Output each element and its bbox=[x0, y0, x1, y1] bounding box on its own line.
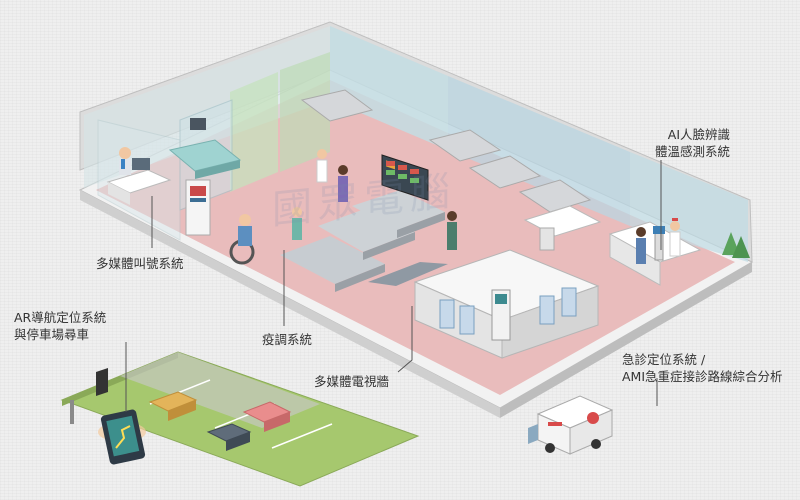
back-glass-wall bbox=[330, 26, 448, 150]
label-ai-face-line2: 體溫感測系統 bbox=[655, 144, 731, 159]
label-emergency-positioning: 急診定位系統 / AMI急重症接診路線綜合分析 bbox=[622, 351, 783, 385]
tv-wall-icon bbox=[381, 154, 429, 201]
waiting-people bbox=[292, 149, 457, 250]
label-ar-nav-line2: 與停車場尋車 bbox=[14, 327, 90, 342]
label-emergency-line2: AMI急重症接診路線綜合分析 bbox=[622, 369, 783, 384]
green-partition-1 bbox=[230, 72, 278, 192]
car-icon bbox=[148, 391, 292, 451]
visitor-icon bbox=[636, 227, 646, 264]
green-partition-2 bbox=[280, 52, 330, 172]
hospital-bed-icon bbox=[168, 118, 242, 179]
waiting-bench-icon bbox=[280, 190, 448, 292]
nurse-icon bbox=[669, 218, 681, 257]
leader-media-wall bbox=[397, 306, 413, 373]
leader-lines bbox=[125, 160, 662, 412]
wheelchair-icon bbox=[229, 214, 255, 265]
smartphone-ar-icon bbox=[98, 409, 146, 465]
label-ai-face-line1: AI人臉辨識 bbox=[667, 127, 731, 142]
ward-beds bbox=[300, 89, 592, 213]
central-cabinet-block bbox=[413, 249, 600, 359]
ambulance-icon bbox=[528, 395, 614, 455]
left-glass-wall bbox=[84, 26, 330, 188]
monitoring-station bbox=[523, 205, 602, 251]
label-ai-face-recognition: AI人臉辨識 體溫感測系統 bbox=[655, 126, 730, 160]
label-media-tv-wall: 多媒體電視牆 bbox=[314, 374, 390, 389]
ward-glass-wall bbox=[448, 76, 630, 226]
label-emergency-line1: 急診定位系統 / bbox=[622, 352, 706, 367]
label-multimedia-queue: 多媒體叫號系統 bbox=[96, 256, 184, 271]
label-ar-navigation: AR導航定位系統 與停車場尋車 bbox=[14, 309, 106, 343]
label-ar-nav-line1: AR導航定位系統 bbox=[14, 310, 107, 325]
slab-edge-right bbox=[500, 262, 752, 418]
tree-icon bbox=[722, 232, 750, 258]
slab-edge-left bbox=[80, 190, 500, 418]
doctor-desk-icon bbox=[106, 147, 172, 205]
label-epidemic-investigation: 疫調系統 bbox=[262, 332, 313, 347]
kiosk-icon bbox=[185, 179, 211, 236]
